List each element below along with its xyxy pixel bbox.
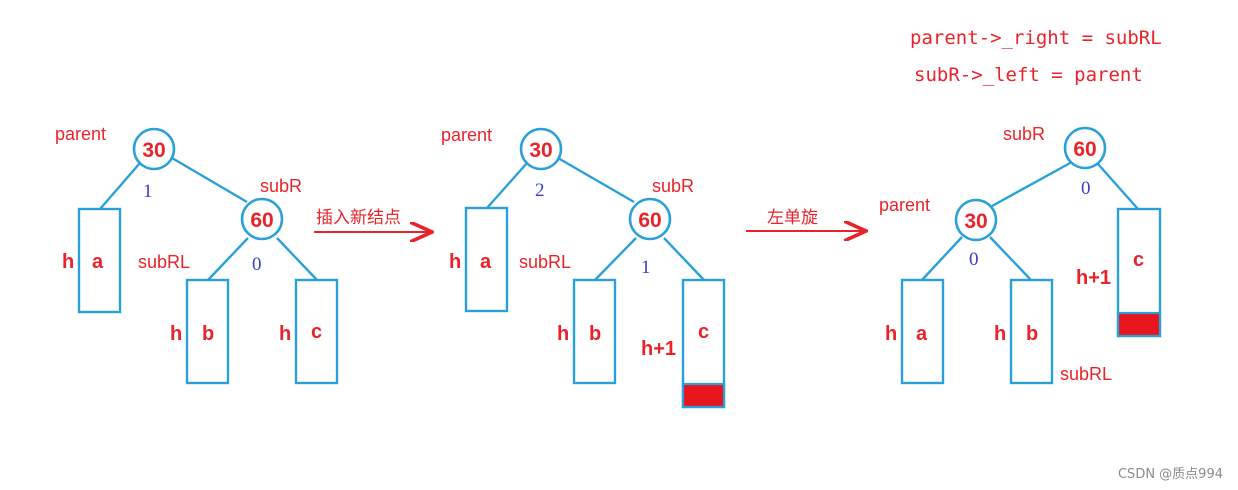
edge <box>171 156 248 204</box>
subtree-b-box <box>1009 278 1054 385</box>
node-child <box>954 198 998 242</box>
height-label: h <box>170 323 182 345</box>
node-child-value: 60 <box>250 209 273 232</box>
node-root-value: 30 <box>142 139 165 162</box>
height-label: h <box>62 251 74 273</box>
edge <box>663 237 705 281</box>
height-label: h <box>994 323 1006 345</box>
insert-arrow-label: 插入新结点 <box>316 208 401 228</box>
subtree-name: a <box>480 251 492 273</box>
node-root-value: 60 <box>1073 138 1096 161</box>
balance-factor: 2 <box>535 180 545 201</box>
edge <box>276 237 318 281</box>
stage-1-tree: 30 60 parent 1 subR 0 subRL h a h b h c <box>55 124 339 385</box>
parent-label: parent <box>441 125 492 145</box>
node-root <box>132 127 176 171</box>
subRL-label: subRL <box>519 252 571 272</box>
code-line-1: parent->_right = subRL <box>910 27 1162 49</box>
edge <box>991 160 1073 208</box>
subtree-a-box <box>464 206 509 313</box>
subtree-name: a <box>92 251 104 273</box>
subRL-label: subRL <box>138 252 190 272</box>
rotate-arrow-label: 左单旋 <box>767 208 818 228</box>
edge <box>921 236 963 281</box>
edge <box>1097 163 1139 210</box>
node-child <box>628 197 672 241</box>
subtree-a-box <box>900 278 945 385</box>
watermark: CSDN @质点994 <box>1118 467 1223 482</box>
subtree-name: a <box>916 323 928 345</box>
subtree-name: b <box>1026 323 1038 345</box>
subtree-a-box <box>77 207 122 314</box>
stage-3-tree: 60 30 subR 0 parent 0 subRL h a h b h+1 … <box>879 124 1162 385</box>
code-line-2: subR->_left = parent <box>914 64 1143 86</box>
edge <box>207 237 249 281</box>
edge <box>99 162 141 210</box>
height-label: h <box>885 323 897 345</box>
balance-factor: 1 <box>641 257 651 278</box>
node-child-value: 60 <box>638 209 661 232</box>
subR-label: subR <box>260 176 302 196</box>
balance-factor: 0 <box>969 249 979 270</box>
node-root <box>519 127 563 171</box>
subtree-b-box <box>572 278 617 385</box>
balance-factor: 0 <box>252 254 262 275</box>
inserted-node-block <box>681 382 726 409</box>
height-label: h+1 <box>1076 267 1111 289</box>
edge <box>486 162 528 209</box>
node-child <box>240 197 284 241</box>
subR-label: subR <box>652 176 694 196</box>
balance-factor: 1 <box>143 181 153 202</box>
subtree-name: c <box>1133 249 1144 271</box>
node-root-value: 30 <box>529 139 552 162</box>
height-label: h <box>557 323 569 345</box>
subtree-c-box <box>294 278 339 385</box>
subtree-name: c <box>311 321 322 343</box>
subtree-b-box <box>185 278 230 385</box>
parent-label: parent <box>55 124 106 144</box>
subR-label: subR <box>1003 124 1045 144</box>
height-label: h+1 <box>641 338 676 360</box>
subtree-name: c <box>698 321 709 343</box>
node-child-value: 30 <box>964 210 987 233</box>
inserted-node-block <box>1116 311 1162 338</box>
subRL-label: subRL <box>1060 364 1112 384</box>
edge <box>989 236 1032 281</box>
subtree-name: b <box>589 323 601 345</box>
node-root <box>1063 126 1107 170</box>
edge <box>594 237 637 281</box>
edge <box>557 156 635 204</box>
height-label: h <box>449 251 461 273</box>
stage-2-tree: 30 60 parent 2 subR 1 subRL h a h b h+1 … <box>441 125 726 409</box>
subtree-name: b <box>202 323 214 345</box>
height-label: h <box>279 323 291 345</box>
parent-label: parent <box>879 195 930 215</box>
balance-factor: 0 <box>1081 178 1091 199</box>
